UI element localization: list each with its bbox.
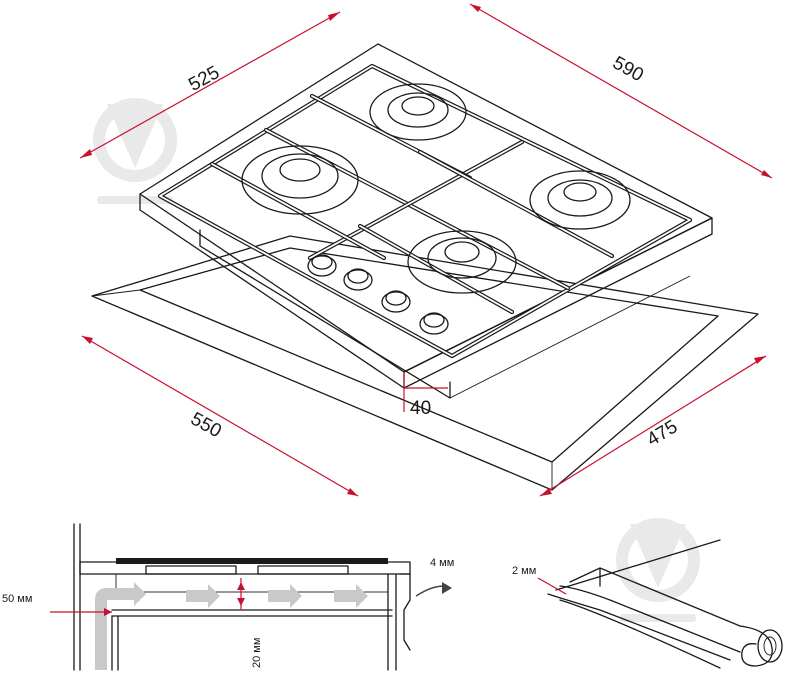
knob bbox=[419, 312, 449, 335]
knob bbox=[307, 254, 337, 277]
airflow-arrow-icon bbox=[334, 584, 368, 608]
label-side-gap: 50 мм bbox=[2, 593, 32, 605]
airflow-arrow-icon bbox=[268, 584, 302, 608]
knob bbox=[343, 268, 373, 291]
seal-detail bbox=[537, 539, 783, 669]
dimension-depth-top: 590 bbox=[609, 53, 647, 87]
burner-rear-left bbox=[369, 83, 467, 141]
pan-supports bbox=[157, 63, 693, 359]
burner-rear-right bbox=[241, 145, 359, 215]
cross-section bbox=[73, 523, 411, 671]
control-knobs bbox=[307, 254, 449, 335]
knob bbox=[381, 290, 411, 313]
worktop-cutout bbox=[91, 235, 759, 491]
watermark-logo-icon bbox=[93, 98, 177, 204]
burner-front-left bbox=[407, 230, 517, 294]
airflow-arrow-icon bbox=[186, 584, 220, 608]
section-dimensions bbox=[50, 578, 245, 616]
label-vent-gap: 4 мм bbox=[430, 557, 454, 569]
dimension-width-top: 525 bbox=[185, 62, 223, 96]
label-bottom-gap: 20 мм bbox=[251, 638, 263, 668]
label-seal: 2 мм bbox=[512, 565, 536, 577]
dimension-lines bbox=[79, 3, 773, 497]
watermark-logo-icon bbox=[616, 518, 700, 622]
dimension-cutout-width: 550 bbox=[187, 409, 225, 443]
airflow bbox=[95, 582, 452, 670]
burner-front-right bbox=[529, 170, 631, 230]
dimension-offset: 40 bbox=[410, 398, 431, 419]
dimension-cutout-depth: 475 bbox=[643, 416, 681, 450]
hob-body bbox=[139, 43, 713, 399]
